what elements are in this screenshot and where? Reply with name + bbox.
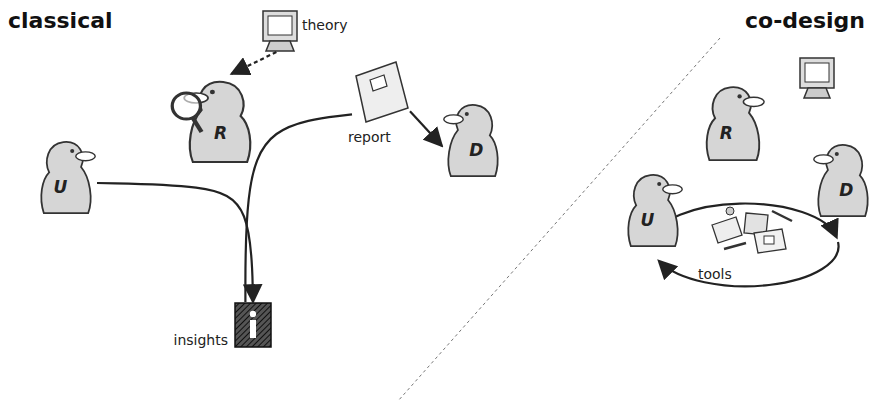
- report-sheet-outline: [352, 60, 410, 124]
- figure-drawing: [444, 105, 498, 176]
- tool-card: [712, 217, 742, 243]
- figure-eye: [70, 149, 74, 153]
- figure-beak: [663, 185, 682, 194]
- role-letter: U: [641, 211, 655, 230]
- designer-figure: D: [442, 98, 504, 178]
- monitor-base: [266, 41, 294, 51]
- researcher-figure-outline: [182, 74, 258, 164]
- magnifier-lens: [172, 93, 200, 119]
- figure-eye: [210, 90, 215, 95]
- monitor: [263, 11, 297, 41]
- monitor-screen: [805, 63, 829, 82]
- tool-pencil: [772, 211, 792, 221]
- tools-pile-outline: [702, 205, 798, 255]
- monitor-screen: [268, 16, 292, 35]
- node-label: theory: [302, 18, 348, 33]
- insights-box: [235, 303, 271, 347]
- tools-pile: tools: [702, 205, 798, 255]
- flow-connector: [245, 114, 352, 302]
- user-figure-outline: [35, 135, 97, 215]
- tool-card: [754, 229, 786, 253]
- node-label: tools: [698, 267, 732, 282]
- section-heading: co-design: [745, 8, 865, 33]
- tool-sketch: [764, 236, 774, 244]
- info-dot: [250, 311, 256, 317]
- monitor: [800, 58, 834, 88]
- figure-drawing: [628, 175, 682, 246]
- designer-figure-outline: [812, 138, 874, 218]
- figure-eye: [657, 182, 661, 186]
- report-paper: [356, 62, 408, 122]
- figure-drawing: [707, 87, 764, 160]
- figure-drawing: [41, 142, 95, 213]
- report-figure: [370, 75, 387, 91]
- flow-connector: [231, 52, 276, 74]
- insights-icon-outline: [234, 302, 272, 348]
- figure-drawing: [814, 145, 868, 216]
- researcher-figure: R: [182, 74, 258, 164]
- researcher-figure-outline: [700, 80, 766, 162]
- flow-connector: [97, 183, 253, 302]
- flow-connector: [410, 111, 442, 146]
- figure-beak: [444, 115, 463, 124]
- figure-beak: [814, 155, 833, 164]
- designer-figure-outline: [442, 98, 504, 178]
- role-letter: D: [469, 141, 483, 160]
- figure-beak: [743, 97, 764, 106]
- role-letter: R: [214, 124, 227, 143]
- cycle-arrow: [660, 242, 839, 286]
- divider-line: [398, 38, 720, 401]
- designer-figure: D: [812, 138, 874, 218]
- insights-icon: insights: [234, 302, 272, 348]
- role-letter: R: [720, 124, 733, 143]
- figure-drawing: [172, 82, 250, 162]
- tool-piece: [726, 207, 734, 215]
- theory-computer: theory: [262, 10, 298, 52]
- researcher-figure: R: [700, 80, 766, 162]
- report-sheet: report: [352, 60, 410, 124]
- theory-computer-outline: [262, 10, 298, 52]
- figure-eye: [465, 112, 469, 116]
- computer-icon: [800, 58, 834, 98]
- section-heading: classical: [8, 8, 113, 33]
- role-letter: D: [839, 181, 853, 200]
- user-figure-outline: [622, 168, 684, 248]
- figure-beak: [76, 152, 95, 161]
- info-stem: [250, 320, 256, 338]
- node-label: insights: [174, 333, 229, 348]
- monitor-base: [804, 88, 830, 98]
- figure-eye: [835, 152, 839, 156]
- magnifier-handle: [193, 118, 202, 132]
- user-figure: U: [622, 168, 684, 248]
- figure-eye: [737, 94, 741, 98]
- tool-pencil: [724, 243, 746, 249]
- node-label: report: [348, 130, 391, 145]
- cycle-arrow: [652, 203, 836, 240]
- role-letter: U: [54, 178, 68, 197]
- user-figure: U: [35, 135, 97, 215]
